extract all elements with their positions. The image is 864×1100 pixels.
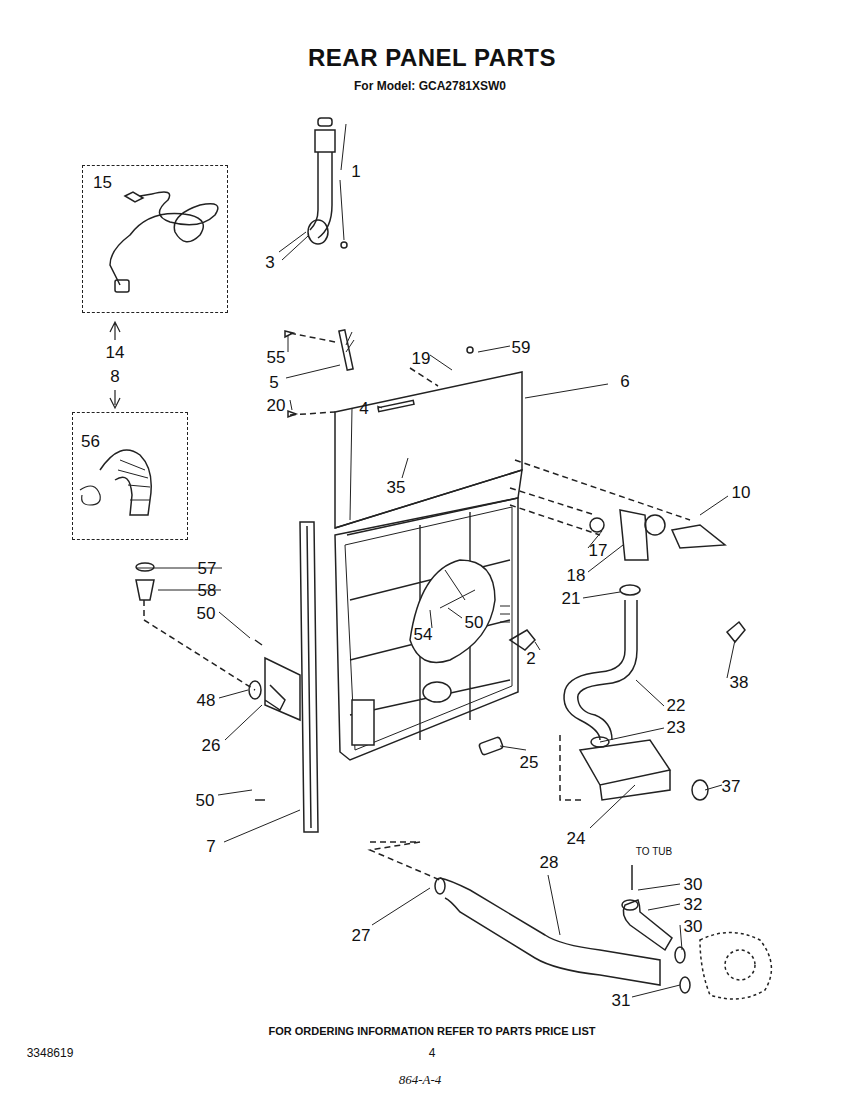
callout-number: 2	[526, 650, 535, 667]
part-number: 3348619	[27, 1047, 74, 1059]
callout-number: 26	[202, 737, 221, 754]
callout-number: 50	[465, 614, 484, 631]
callout-number: 23	[667, 719, 686, 736]
callout-number: 28	[540, 854, 559, 871]
callout-number: 18	[567, 567, 586, 584]
callout-number: 5	[269, 374, 278, 391]
callout-number: 30	[684, 918, 703, 935]
callout-number: 32	[684, 896, 703, 913]
handwritten-code: 864-A-4	[399, 1073, 442, 1086]
callout-number: 59	[512, 339, 531, 356]
page-number: 4	[429, 1047, 436, 1059]
callout-number: 1	[351, 163, 360, 180]
callout-number: 7	[206, 838, 215, 855]
callout-number: 38	[730, 674, 749, 691]
callout-number: 17	[589, 542, 608, 559]
callout-number: 37	[722, 778, 741, 795]
dashed-group-box: 56	[72, 412, 188, 540]
callout-number: 50	[197, 605, 216, 622]
callout-number: 20	[267, 397, 286, 414]
footer-note: FOR ORDERING INFORMATION REFER TO PARTS …	[269, 1026, 596, 1037]
callout-number: 56	[81, 433, 100, 450]
title: REAR PANEL PARTS	[0, 44, 864, 72]
callout-number: 3	[265, 254, 274, 271]
callout-number: 25	[520, 754, 539, 771]
callout-number: 15	[93, 174, 112, 191]
callout-number: 24	[567, 830, 586, 847]
callout-number: 57	[198, 560, 217, 577]
flow-note: TO TUB	[636, 847, 672, 857]
callout-number: 58	[198, 582, 217, 599]
callout-number: 22	[667, 697, 686, 714]
callout-number: 6	[620, 373, 629, 390]
callout-number: 48	[197, 692, 216, 709]
callout-number: 8	[110, 368, 119, 385]
callout-number: 21	[562, 590, 581, 607]
callout-number: 27	[352, 927, 371, 944]
callout-number: 31	[612, 992, 631, 1009]
callout-number: 35	[387, 479, 406, 496]
dashed-group-box: 15	[82, 165, 228, 313]
model-note: For Model: GCA2781XSW0	[354, 80, 506, 92]
callout-number: 4	[359, 400, 368, 417]
callout-number: 54	[414, 626, 433, 643]
callout-number: 14	[106, 344, 125, 361]
callout-number: 50	[196, 792, 215, 809]
callout-number: 55	[267, 349, 286, 366]
callout-number: 19	[412, 350, 431, 367]
callout-number: 10	[732, 484, 751, 501]
callout-number: 30	[684, 876, 703, 893]
